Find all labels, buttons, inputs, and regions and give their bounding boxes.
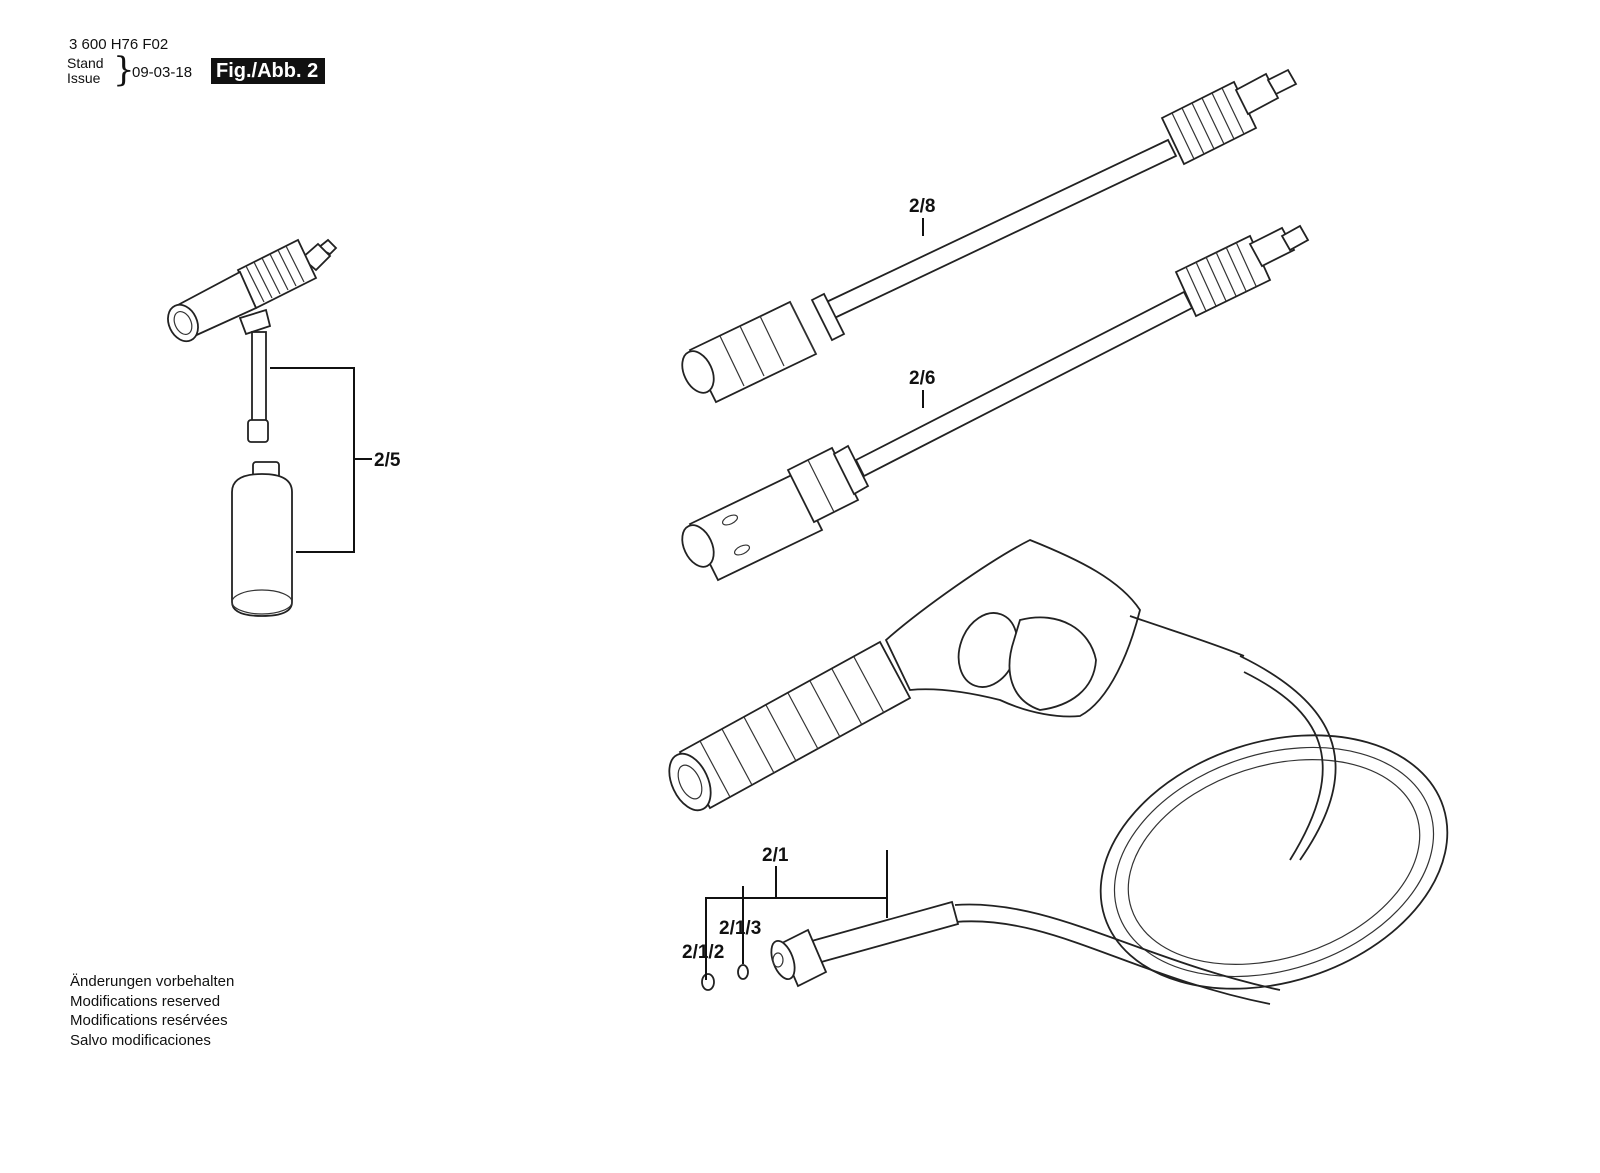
lance-2-6-part[interactable] [676,224,1310,582]
issue-date: 09-03-18 [132,64,193,81]
figure-label: Fig./Abb. 2 [211,58,326,84]
note-spanish: Salvo modificaciones [70,1031,211,1049]
part-label-2-5: 2/5 [374,450,401,471]
stand-label: Stand [67,55,104,71]
issue-label: Issue [67,70,101,86]
part-label-2-1-3: 2/1/3 [719,918,761,939]
o-ring-2-1-2 [701,973,715,991]
modification-notes: Änderungen vorbehalten Modifications res… [70,972,234,1050]
foam-nozzle-part[interactable] [162,238,372,617]
part-label-2-1: 2/1 [762,845,789,866]
document-number: 3 600 H76 F02 [69,36,169,53]
part-label-2-8: 2/8 [909,196,935,217]
part-label-2-6: 2/6 [909,368,935,389]
trigger-gun-hose-part[interactable] [661,539,1480,1031]
lance-2-8-part[interactable] [676,68,1298,404]
o-ring-2-1-3 [737,964,749,980]
part-label-2-1-2: 2/1/2 [682,942,724,963]
note-german: Änderungen vorbehalten [70,973,235,990]
note-english: Modifications reserved [70,992,221,1010]
note-french: Modifications resérvées [70,1012,228,1029]
brace-symbol: } [113,50,135,90]
